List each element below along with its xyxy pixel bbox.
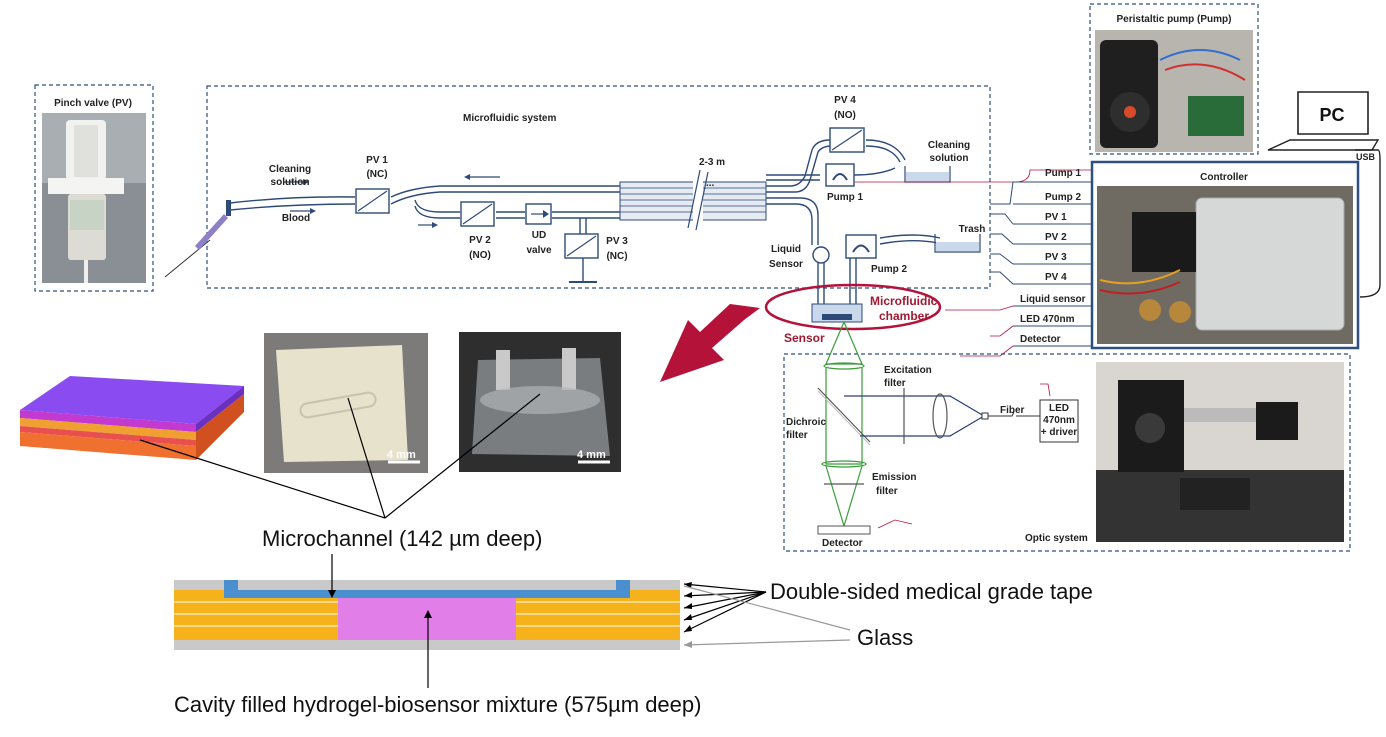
optic-frame bbox=[783, 353, 1351, 552]
scale-label-1: 4 mm bbox=[387, 449, 416, 461]
signal-pump1: Pump 1 bbox=[1045, 168, 1082, 179]
controller-photo bbox=[1097, 186, 1353, 344]
signal-pv2: PV 2 bbox=[1045, 232, 1067, 243]
tubing bbox=[229, 139, 941, 306]
chamber-highlight bbox=[764, 283, 942, 331]
needle-hub bbox=[226, 200, 231, 216]
usb-cable bbox=[1355, 149, 1381, 298]
pump-photo-title: Peristaltic pump (Pump) bbox=[1116, 14, 1231, 25]
cleaning-left-1: Cleaning bbox=[269, 164, 311, 175]
pv3-state: (NC) bbox=[606, 251, 627, 262]
chamber-sensor bbox=[822, 314, 852, 320]
pv3-label: PV 3 bbox=[606, 236, 628, 247]
optic-photo bbox=[1096, 362, 1344, 542]
bundle-break bbox=[693, 172, 703, 230]
cleaning-reservoir-right bbox=[904, 166, 951, 183]
liquid-sensor-label-1: Liquid bbox=[771, 244, 801, 255]
dichroic-filter-1: Dichroic bbox=[786, 417, 826, 428]
microchannel-label: Microchannel (142 µm deep) bbox=[262, 526, 542, 551]
pv1-label: PV 1 bbox=[366, 155, 388, 166]
pump1-label: Pump 1 bbox=[827, 192, 864, 203]
pv2-label: PV 2 bbox=[469, 235, 491, 246]
ud-valve bbox=[525, 203, 552, 225]
signal-pv4: PV 4 bbox=[1045, 272, 1067, 283]
optic-schematic bbox=[817, 320, 1079, 535]
sensor-label: Sensor bbox=[784, 331, 825, 345]
led-label-1: LED bbox=[1049, 403, 1069, 414]
glass-arrows bbox=[683, 585, 851, 648]
trash-label: Trash bbox=[959, 224, 986, 235]
pump-frame bbox=[1089, 3, 1259, 155]
excitation-filter-2: filter bbox=[884, 378, 906, 389]
detector-label: Detector bbox=[822, 538, 863, 549]
pump1-symbol bbox=[825, 163, 855, 187]
emission-filter-1: Emission bbox=[872, 472, 916, 483]
trash-reservoir bbox=[934, 234, 981, 253]
cross-section bbox=[174, 580, 680, 650]
microfluidic-frame bbox=[206, 85, 991, 289]
liquid-sensor-icon bbox=[812, 246, 830, 264]
pv2-valve bbox=[460, 201, 495, 227]
ud-valve-label-2: valve bbox=[526, 245, 551, 256]
tape-arrows bbox=[683, 582, 767, 633]
pv3-valve bbox=[564, 233, 599, 283]
usb-label: USB bbox=[1356, 152, 1376, 162]
dichroic-filter-2: filter bbox=[786, 430, 808, 441]
signal-detector: Detector bbox=[1020, 334, 1061, 345]
needle-icon bbox=[195, 214, 228, 250]
pv1-state: (NC) bbox=[366, 169, 387, 180]
pinch-valve-title: Pinch valve (PV) bbox=[54, 98, 132, 109]
flow-arrows bbox=[283, 174, 500, 228]
cleaning-right-2: solution bbox=[930, 153, 969, 164]
pc-label: PC bbox=[1319, 105, 1344, 125]
pinch-valve-frame bbox=[34, 84, 154, 292]
chip-3d-render bbox=[20, 376, 244, 460]
signal-liquid-sensor: Liquid sensor bbox=[1020, 294, 1086, 305]
chip-photo-1 bbox=[264, 333, 428, 473]
bundle-dots: ... bbox=[706, 178, 715, 189]
chamber-label-2: chamber bbox=[879, 309, 929, 323]
microchannel-pointers bbox=[139, 393, 541, 519]
led-label-3: + driver bbox=[1041, 427, 1078, 438]
tube-length: 2-3 m bbox=[699, 157, 725, 168]
signal-pv3: PV 3 bbox=[1045, 252, 1067, 263]
pv4-valve bbox=[829, 127, 865, 153]
chamber-label-1: Microfluidic bbox=[870, 294, 938, 308]
signal-pv1: PV 1 bbox=[1045, 212, 1067, 223]
big-red-arrow bbox=[660, 304, 760, 382]
signal-labels: Pump 1 Pump 2 PV 1 PV 2 PV 3 PV 4 Liquid… bbox=[1020, 168, 1086, 345]
signal-led: LED 470nm bbox=[1020, 314, 1075, 325]
fiber-label: Fiber bbox=[1000, 405, 1025, 416]
signal-pump2: Pump 2 bbox=[1045, 192, 1082, 203]
pinch-valve-photo bbox=[42, 113, 146, 283]
controller-title: Controller bbox=[1200, 172, 1248, 183]
pump-photo bbox=[1095, 30, 1253, 152]
cleaning-left-2: solution bbox=[271, 177, 310, 188]
optic-title: Optic system bbox=[1025, 533, 1088, 544]
pv2-state: (NO) bbox=[469, 250, 491, 261]
scale-label-2: 4 mm bbox=[577, 449, 606, 461]
led-label-2: 470nm bbox=[1043, 415, 1075, 426]
tape-label: Double-sided medical grade tape bbox=[770, 579, 1093, 604]
cleaning-right-1: Cleaning bbox=[928, 140, 970, 151]
ud-valve-label-1: UD bbox=[532, 230, 546, 241]
signal-bus bbox=[855, 169, 1092, 357]
cavity-label: Cavity filled hydrogel-biosensor mixture… bbox=[174, 692, 701, 717]
liquid-sensor-label-2: Sensor bbox=[769, 259, 803, 270]
pinch-valve-pointer bbox=[164, 239, 211, 278]
microfluidic-title: Microfluidic system bbox=[463, 113, 556, 124]
chip-photo-2 bbox=[459, 332, 621, 472]
pump2-label: Pump 2 bbox=[871, 264, 908, 275]
pv1-valve bbox=[355, 188, 390, 214]
excitation-filter-1: Excitation bbox=[884, 365, 932, 376]
blood-label: Blood bbox=[282, 213, 310, 224]
pv4-label: PV 4 bbox=[834, 95, 856, 106]
pump2-symbol bbox=[845, 234, 877, 259]
emission-filter-2: filter bbox=[876, 486, 898, 497]
pv4-state: (NO) bbox=[834, 110, 856, 121]
glass-label: Glass bbox=[857, 625, 913, 650]
